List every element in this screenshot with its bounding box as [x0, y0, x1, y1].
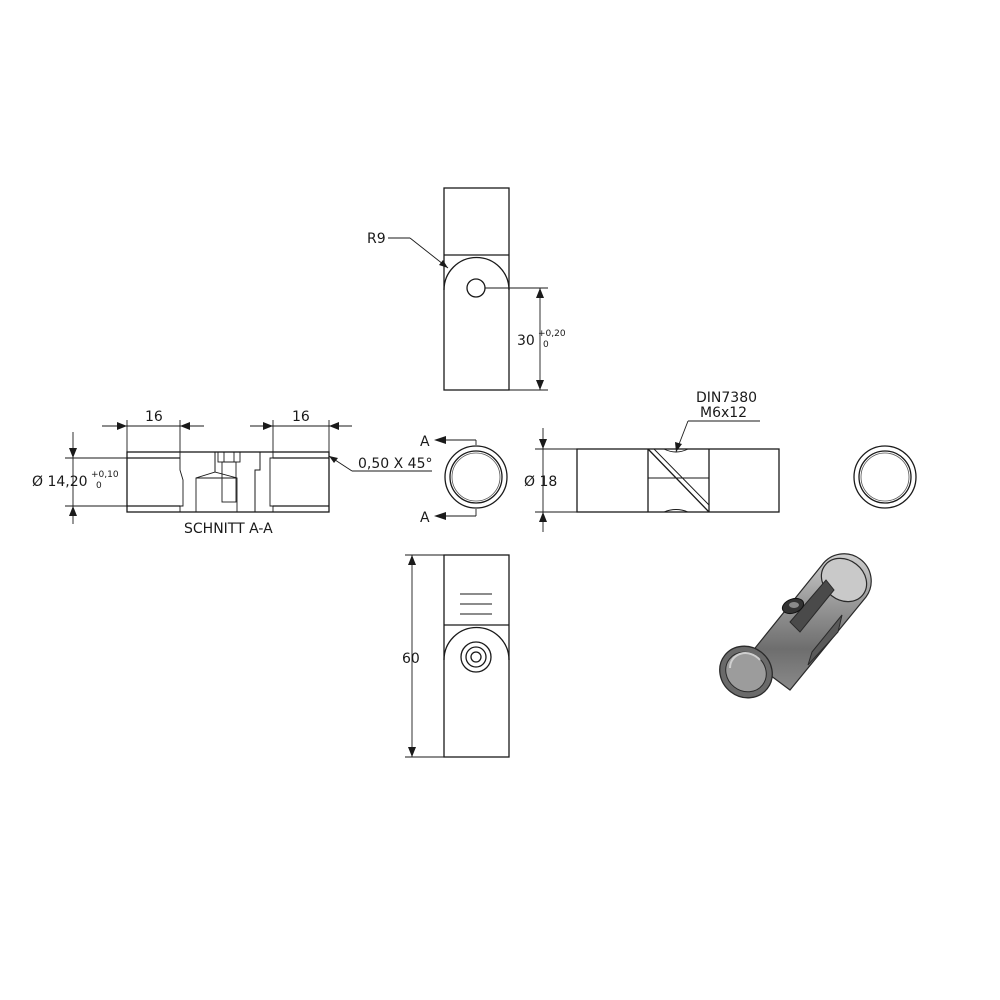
dim-16-left-label: 16	[145, 409, 163, 425]
top-view: R9 30 +0,20 0	[367, 187, 566, 391]
isometric-view	[719, 553, 872, 699]
section-marker-a-top: A	[420, 434, 430, 450]
dim-60-label: 60	[402, 651, 420, 667]
dim-30-tol-lower: 0	[543, 340, 549, 350]
end-view: A A	[420, 434, 508, 526]
dia-18-label: Ø 18	[524, 474, 557, 490]
dia-14-20-tol-upper: +0,10	[91, 470, 119, 480]
section-marker-a-bottom: A	[420, 510, 430, 526]
r9-label: R9	[367, 231, 386, 247]
dim-30-label: 30	[517, 333, 535, 349]
dia-14-20-label: Ø 14,20	[32, 474, 88, 490]
chamfer-label: 0,50 X 45°	[358, 456, 432, 472]
section-a-a-view: 16 16 Ø 14,20 +0,10 0 0,50 X 45° SCHNITT…	[32, 409, 432, 537]
dia-14-20-tol-lower: 0	[96, 481, 102, 491]
right-end-view	[853, 445, 917, 509]
dim-30-tol-upper: +0,20	[538, 329, 566, 339]
bottom-view: 60	[402, 554, 510, 758]
din-label: DIN7380	[696, 390, 757, 406]
dim-16-right-label: 16	[292, 409, 310, 425]
front-view: DIN7380 M6x12 Ø 18	[524, 390, 780, 532]
section-title: SCHNITT A-A	[184, 521, 273, 537]
screw-label: M6x12	[700, 405, 747, 421]
